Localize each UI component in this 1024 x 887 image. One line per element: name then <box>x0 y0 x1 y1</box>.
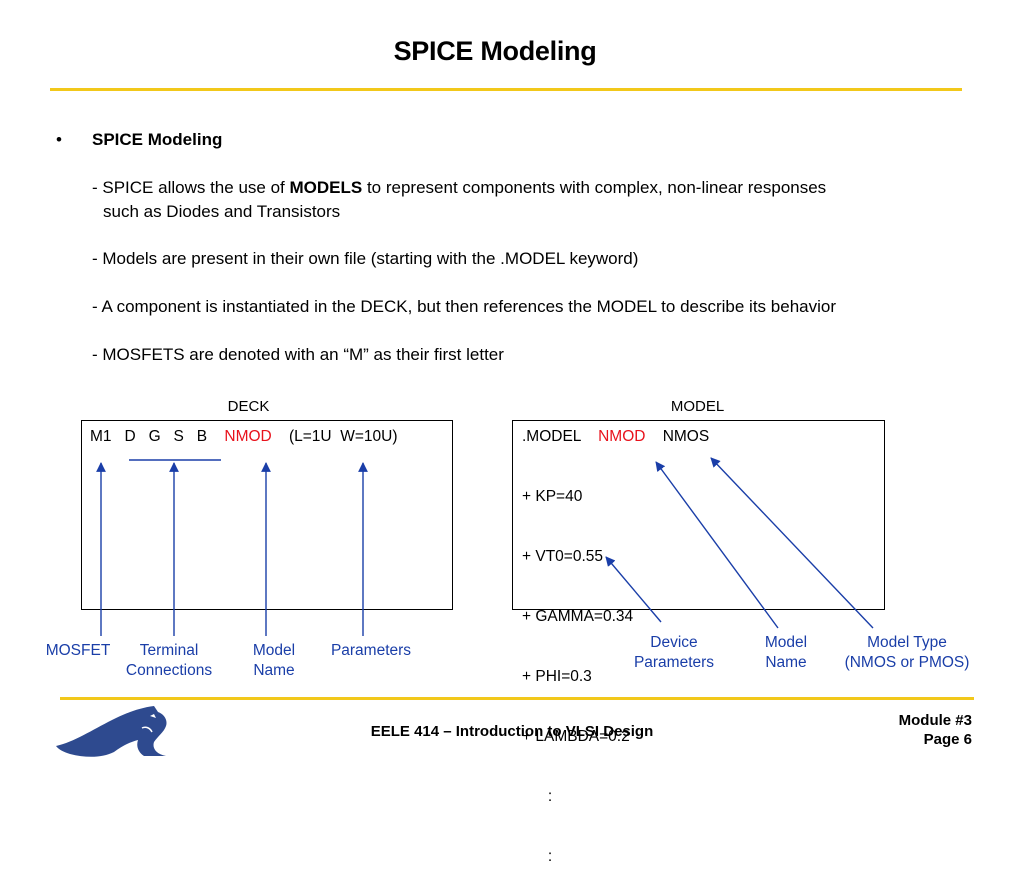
footer-rule <box>60 697 974 700</box>
body-line-models-cont: such as Diodes and Transistors <box>103 202 341 221</box>
callout-model-type-line1: Model Type <box>867 634 947 651</box>
body-line-models-bold: MODELS <box>289 178 363 197</box>
callout-device-params: Device Parameters <box>622 633 726 673</box>
model-param-line: : <box>522 848 553 865</box>
deck-line: M1 D G S B NMOD (L=1U W=10U) <box>90 427 398 447</box>
callout-model-name-right: Model Name <box>750 633 822 673</box>
callout-terminal-line1: Terminal <box>139 642 199 659</box>
body-line-models-post: to represent components with complex, no… <box>362 178 827 197</box>
model-param-line: + LAMBDA=0.2 <box>522 728 630 745</box>
callout-mosfet: MOSFET <box>45 642 111 659</box>
body-line-component: - A component is instantiated in the DEC… <box>92 297 836 316</box>
model-label: MODEL <box>670 398 725 415</box>
model-name: NMOD <box>598 428 646 445</box>
callout-device-line2: Parameters <box>633 654 715 671</box>
arrow-device-params <box>605 556 662 623</box>
body-line-models-pre: - SPICE allows the use of <box>92 178 290 197</box>
footer-page: Page 6 <box>923 731 972 748</box>
footer-module-info: Module #3 Page 6 <box>899 711 972 749</box>
bullet-heading: SPICE Modeling <box>92 130 223 149</box>
model-param-line: + KP=40 <box>522 488 583 505</box>
slide-title: SPICE Modeling <box>393 36 597 66</box>
deck-box <box>81 420 453 610</box>
callout-device-line1: Device <box>650 634 698 651</box>
model-type: NMOS <box>662 428 710 445</box>
deck-label: DECK <box>227 398 270 415</box>
body-line-model-file: - Models are present in their own file (… <box>92 249 639 268</box>
body-line-mosfets: - MOSFETS are denoted with an “M” as the… <box>92 345 504 364</box>
deck-line-terminals: M1 D G S B <box>90 428 208 445</box>
footer-module: Module #3 <box>898 712 972 729</box>
callout-model-name-line2: Name <box>253 662 295 679</box>
model-param-line: + PHI=0.3 <box>522 668 592 685</box>
deck-line-model: NMOD <box>224 428 272 445</box>
callout-model-type: Model Type (NMOS or PMOS) <box>834 633 980 673</box>
callout-arrows <box>96 457 874 636</box>
callout-model-type-line2: (NMOS or PMOS) <box>844 654 970 671</box>
bobcat-logo-icon <box>56 706 167 757</box>
callout-model-name-right-line1: Model <box>764 634 808 651</box>
callout-parameters: Parameters <box>330 642 412 659</box>
model-box <box>512 420 885 610</box>
callout-terminal: Terminal Connections <box>118 641 220 681</box>
bullet-marker: • <box>56 130 62 149</box>
arrow-model-type <box>710 457 874 629</box>
model-param-line: : <box>522 788 553 805</box>
model-params: + KP=40 + VT0=0.55 + GAMMA=0.34 + PHI=0.… <box>522 447 633 887</box>
title-rule <box>50 88 962 91</box>
callout-model-name: Model Name <box>238 641 310 681</box>
footer-course-title: EELE 414 – Introduction to VLSI Design <box>370 723 654 740</box>
callout-model-name-line1: Model <box>252 642 296 659</box>
model-header-line: .MODEL NMOD NMOS <box>522 427 709 447</box>
callout-terminal-line2: Connections <box>125 662 213 679</box>
model-param-line: + VT0=0.55 <box>522 548 604 565</box>
model-keyword: .MODEL <box>522 428 581 445</box>
callout-model-name-right-line2: Name <box>765 654 807 671</box>
deck-line-params: (L=1U W=10U) <box>288 428 398 445</box>
arrow-model-name-right <box>655 461 779 629</box>
body-line-models: - SPICE allows the use of MODELS to repr… <box>92 178 826 198</box>
model-param-line: + GAMMA=0.34 <box>522 608 634 625</box>
